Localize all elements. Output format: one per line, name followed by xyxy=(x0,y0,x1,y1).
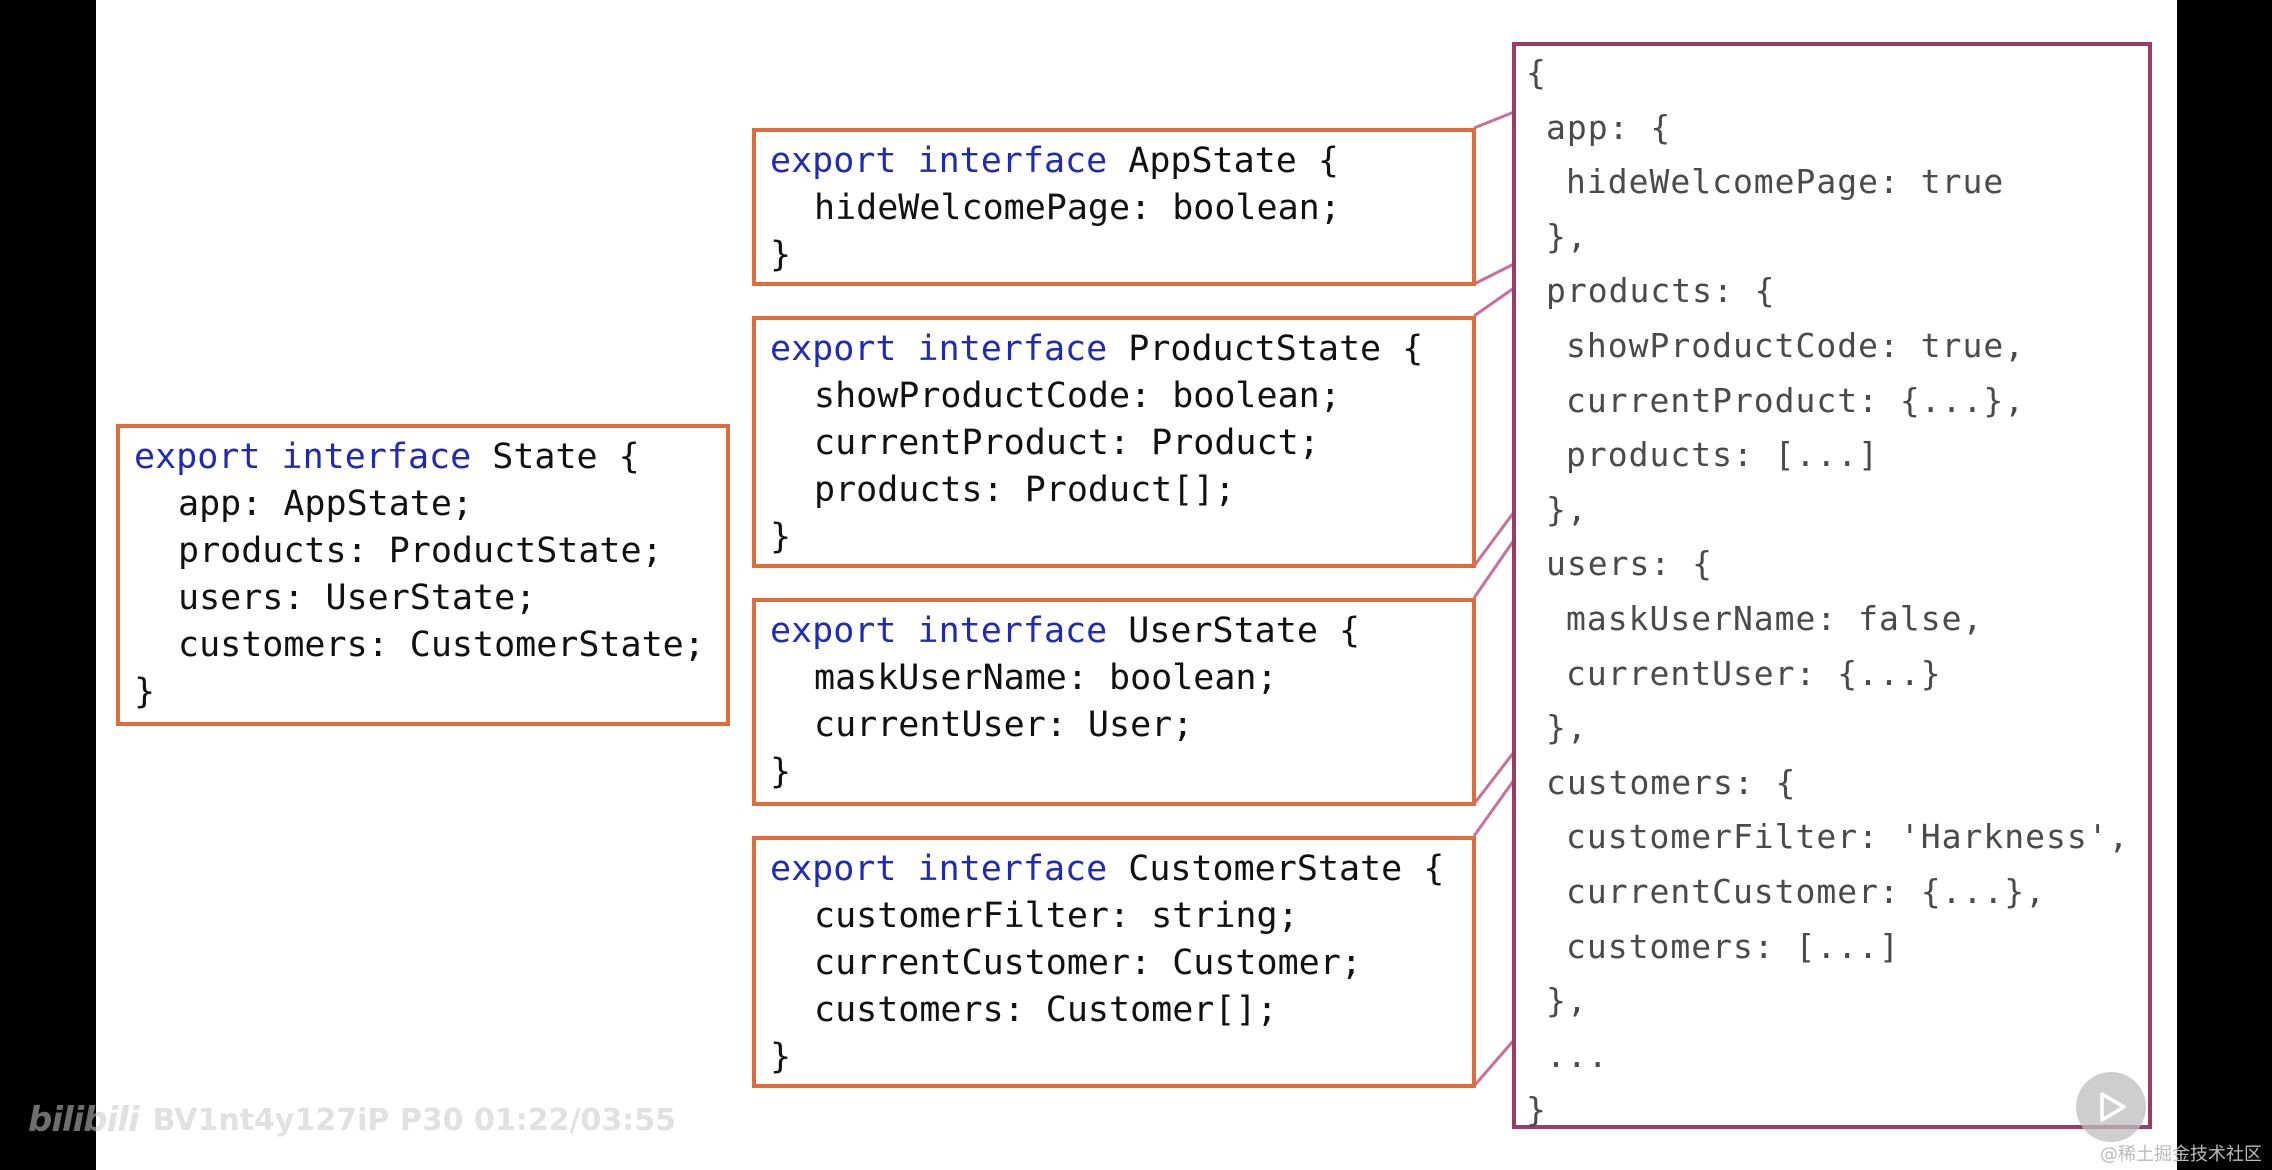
video-id-timestamp: BV1nt4y127iP P30 01:22/03:55 xyxy=(152,1102,676,1138)
connector-app-bottom xyxy=(1473,262,1515,286)
export-keyword: export xyxy=(770,329,897,369)
bilibili-logo: bilibili xyxy=(28,1100,140,1140)
state-object-box: { app: { hideWelcomePage: true}, products: … xyxy=(1512,42,2152,1129)
interface-keyword: interface xyxy=(917,329,1108,369)
code-line: app: AppState; xyxy=(178,484,474,524)
code-line: currentProduct: Product; xyxy=(814,423,1320,463)
interface-header: CustomerState { xyxy=(1107,849,1445,889)
code-line: customers: CustomerState; xyxy=(178,625,705,665)
app-state-code: export interface AppState { hideWelcomePa… xyxy=(770,138,1341,279)
object-line: } xyxy=(1526,1090,1547,1130)
video-watermark: bilibili BV1nt4y127iP P30 01:22/03:55 xyxy=(28,1100,676,1140)
connector-customers-bottom xyxy=(1472,1039,1516,1087)
object-line: currentUser: {...} xyxy=(1566,653,1942,693)
object-line: ... xyxy=(1546,1035,1609,1075)
export-keyword: export xyxy=(770,141,897,181)
user-state-code: export interface UserState { maskUserName… xyxy=(770,608,1360,796)
interface-keyword: interface xyxy=(917,849,1108,889)
object-line: users: { xyxy=(1546,544,1713,584)
code-close-brace: } xyxy=(770,1037,792,1077)
interface-keyword: interface xyxy=(917,141,1108,181)
interface-keyword: interface xyxy=(917,611,1108,651)
customer-state-box: export interface CustomerState { customer… xyxy=(752,836,1476,1088)
connector-users-bottom xyxy=(1472,751,1516,805)
interface-header: State { xyxy=(471,437,640,477)
connector-products-top xyxy=(1473,286,1515,318)
object-line: maskUserName: false, xyxy=(1566,598,1984,638)
object-line: showProductCode: true, xyxy=(1566,325,2026,365)
object-line: }, xyxy=(1546,981,1588,1021)
export-keyword: export xyxy=(134,437,261,477)
state-interface-box: export interface State { app: AppState; pr… xyxy=(116,424,730,726)
state-object-code: { app: { hideWelcomePage: true}, products: … xyxy=(1526,46,2129,1138)
code-close-brace: } xyxy=(770,517,792,557)
object-line: customers: [...] xyxy=(1566,926,1900,966)
customer-state-code: export interface CustomerState { customer… xyxy=(770,846,1444,1081)
code-line: showProductCode: boolean; xyxy=(814,376,1341,416)
object-line: { xyxy=(1526,53,1547,92)
interface-header: UserState { xyxy=(1107,611,1361,651)
code-line: customerFilter: string; xyxy=(814,896,1299,936)
corner-credit: @稀土掘金技术社区 xyxy=(2100,1144,2262,1165)
export-keyword: export xyxy=(770,849,897,889)
code-line: users: UserState; xyxy=(178,578,537,618)
app-state-box: export interface AppState { hideWelcomePa… xyxy=(752,128,1476,286)
code-line: hideWelcomePage: boolean; xyxy=(814,188,1341,228)
object-line: customerFilter: 'Harkness', xyxy=(1566,817,2130,857)
code-line: products: Product[]; xyxy=(814,470,1236,510)
code-line: currentUser: User; xyxy=(814,705,1194,745)
object-line: currentCustomer: {...}, xyxy=(1566,871,2046,911)
connector-users-top xyxy=(1472,539,1516,599)
object-line: }, xyxy=(1546,708,1588,748)
object-line: }, xyxy=(1546,489,1588,529)
interface-header: ProductState { xyxy=(1107,329,1424,369)
connector-app-top xyxy=(1473,110,1515,130)
interface-keyword: interface xyxy=(281,437,472,477)
object-line: }, xyxy=(1546,216,1588,256)
code-line: customers: Customer[]; xyxy=(814,990,1278,1030)
play-button[interactable] xyxy=(2076,1072,2146,1142)
object-line: products: { xyxy=(1546,271,1776,311)
connector-products-bottom xyxy=(1472,511,1516,567)
product-state-box: export interface ProductState { showProdu… xyxy=(752,316,1476,568)
code-close-brace: } xyxy=(770,235,792,275)
code-line: maskUserName: boolean; xyxy=(814,658,1278,698)
export-keyword: export xyxy=(770,611,897,651)
connector-customers-top xyxy=(1472,779,1516,837)
object-line: currentProduct: {...}, xyxy=(1566,380,2026,420)
product-state-code: export interface ProductState { showProdu… xyxy=(770,326,1423,561)
object-line: customers: { xyxy=(1546,762,1797,802)
object-line: products: [...] xyxy=(1566,435,1880,475)
code-close-brace: } xyxy=(770,752,792,792)
object-line: hideWelcomePage: true xyxy=(1566,162,2005,202)
state-interface-code: export interface State { app: AppState; pr… xyxy=(134,434,705,716)
play-icon xyxy=(2100,1092,2126,1122)
code-line: products: ProductState; xyxy=(178,531,663,571)
interface-header: AppState { xyxy=(1107,141,1339,181)
user-state-box: export interface UserState { maskUserName… xyxy=(752,598,1476,806)
object-line: app: { xyxy=(1546,107,1672,147)
code-line: currentCustomer: Customer; xyxy=(814,943,1362,983)
code-close-brace: } xyxy=(134,672,156,712)
